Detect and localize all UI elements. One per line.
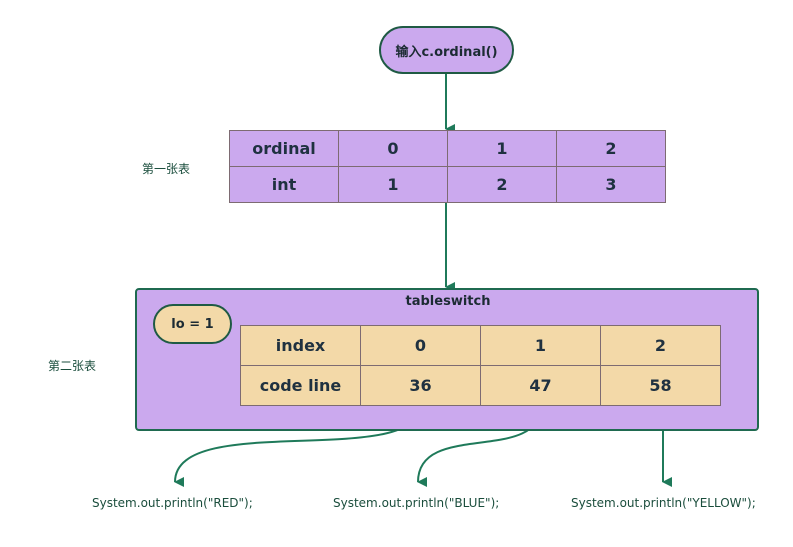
table-cell: 1 [480, 325, 601, 366]
table-cell: 36 [360, 365, 481, 406]
index-codeline-table: index 0 1 2 code line 36 47 58 [240, 325, 721, 406]
table-cell: index [240, 325, 361, 366]
start-node: 输入c.ordinal() [379, 26, 514, 74]
table-row: ordinal 0 1 2 [229, 130, 666, 167]
table-cell: 3 [556, 166, 666, 203]
table-cell: code line [240, 365, 361, 406]
table-cell: 58 [600, 365, 721, 406]
lo-value-label: lo = 1 [171, 316, 214, 332]
table-row: int 1 2 3 [229, 166, 666, 203]
table-cell: 0 [360, 325, 481, 366]
table-cell: 2 [447, 166, 557, 203]
table-cell: 2 [600, 325, 721, 366]
table-cell: 1 [447, 130, 557, 167]
output-blue: System.out.println("BLUE"); [333, 496, 500, 510]
lo-value-pill: lo = 1 [153, 304, 232, 344]
table-cell: 2 [556, 130, 666, 167]
table-cell: int [229, 166, 339, 203]
tableswitch-title: tableswitch [405, 294, 491, 309]
table-cell: ordinal [229, 130, 339, 167]
output-red: System.out.println("RED"); [92, 496, 253, 510]
table-cell: 47 [480, 365, 601, 406]
table1-side-label: 第一张表 [142, 162, 191, 176]
table-cell: 0 [338, 130, 448, 167]
table-row: code line 36 47 58 [240, 365, 721, 406]
ordinal-int-table: ordinal 0 1 2 int 1 2 3 [229, 130, 666, 203]
table-row: index 0 1 2 [240, 325, 721, 366]
table-cell: 1 [338, 166, 448, 203]
start-node-label: 输入c.ordinal() [395, 44, 498, 60]
tableswitch-side-label: 第二张表 [48, 359, 97, 373]
output-yellow: System.out.println("YELLOW"); [571, 496, 756, 510]
